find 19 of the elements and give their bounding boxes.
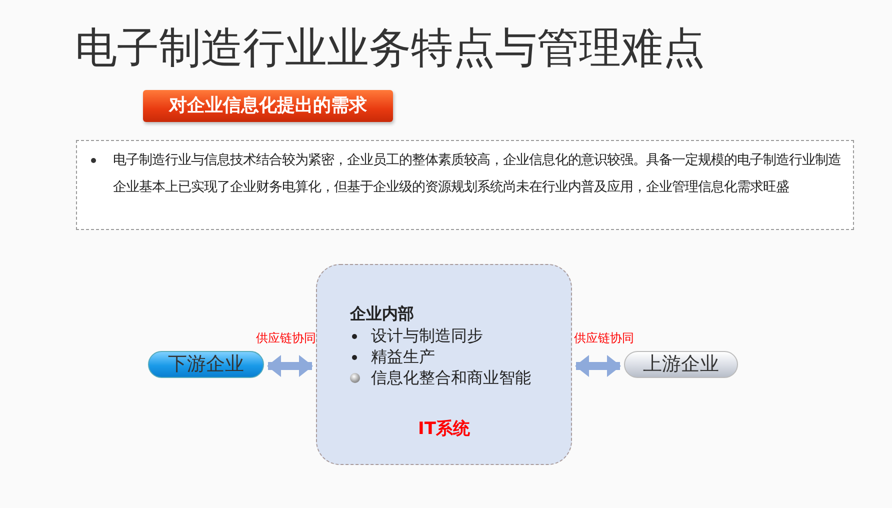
list-item: 信息化整合和商业智能 (371, 367, 531, 388)
edge-label: 供应链协同 (574, 330, 634, 347)
double-arrow (575, 355, 621, 377)
pill-box (148, 351, 264, 378)
system-label: IT系统 (417, 418, 471, 440)
pill-label: 上游企业 (642, 352, 720, 377)
double-arrow (267, 355, 313, 377)
list-item: 精益生产 (371, 346, 435, 367)
system-box (316, 264, 572, 465)
heading: 企业内部 (350, 304, 414, 325)
list-item: 设计与制造同步 (371, 325, 483, 346)
title: 电子制造行业业务特点与管理难点 (75, 22, 705, 74)
banner (143, 90, 393, 122)
edge-label: 供应链协同 (256, 330, 316, 347)
pill-label: 下游企业 (167, 352, 245, 377)
pill-box (624, 351, 738, 378)
text-box (76, 140, 854, 230)
banner-text: 对企业信息化提出的需求 (168, 94, 368, 118)
paragraph: 电子制造行业与信息技术结合较为紧密，企业员工的整体素质较高，企业信息化的意识较强。具备一定规模的电子制造行业制造企业基本上已实现了企业财务电算化，但基于企业级的资源规划系统尚未在行业内普及应用，企业管理信息化需求旺盛 (113, 152, 842, 197)
